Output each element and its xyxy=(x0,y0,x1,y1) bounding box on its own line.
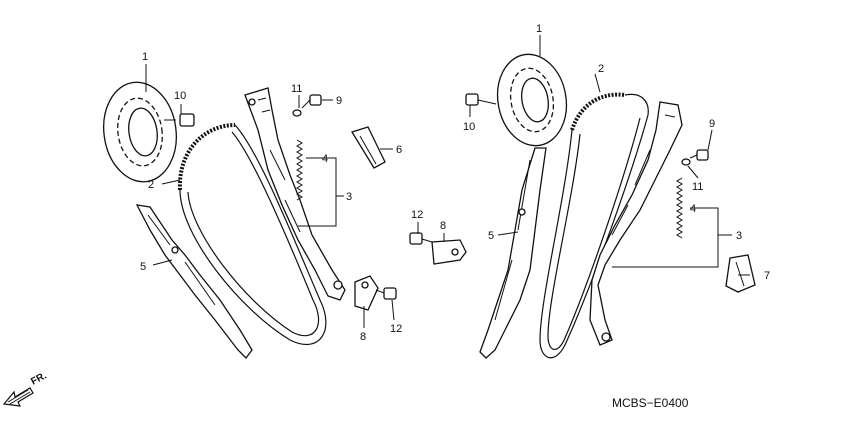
bolt-9-left xyxy=(301,94,322,109)
callout-1-right: 1 xyxy=(536,23,542,35)
bolt-10-right xyxy=(465,93,497,106)
callout-1-left: 1 xyxy=(142,51,148,63)
tensioner-spring-right xyxy=(676,177,683,239)
callout-12-center: 12 xyxy=(411,209,423,221)
callout-9-left: 9 xyxy=(336,95,342,107)
callout-12-lower: 12 xyxy=(390,323,402,335)
front-direction-arrow xyxy=(2,387,34,407)
bolt-9-right xyxy=(689,149,709,161)
callout-11-right: 11 xyxy=(692,181,703,193)
callout-11-left: 11 xyxy=(291,83,302,95)
callout-4-right: 4 xyxy=(690,203,696,215)
bolt-10-left xyxy=(164,113,195,127)
callout-3-left: 3 xyxy=(346,191,352,203)
callout-2-right: 2 xyxy=(598,63,604,75)
callout-5-right: 5 xyxy=(488,230,494,242)
cam-sprocket-right xyxy=(496,53,568,147)
callout-8-lower: 8 xyxy=(360,331,366,343)
callout-2-left: 2 xyxy=(148,179,154,191)
cam-sprocket-left xyxy=(103,81,177,183)
front-direction-label: FR. xyxy=(29,370,49,387)
callout-4-left: 4 xyxy=(322,153,328,165)
chain-guide-right xyxy=(479,147,547,359)
callout-10-right: 10 xyxy=(463,121,475,133)
diagram-code: MCBS−E0400 xyxy=(612,396,689,410)
callout-9-right: 9 xyxy=(709,118,715,130)
callout-6: 6 xyxy=(396,144,402,156)
washer-11-right xyxy=(681,158,691,166)
bracket-8-lower xyxy=(354,275,379,311)
bracket-8-center xyxy=(431,239,467,265)
tensioner-slipper-7 xyxy=(725,254,756,293)
bolt-12-center xyxy=(409,232,433,245)
tensioner-arm-left xyxy=(244,87,346,301)
leader-lines xyxy=(145,35,750,328)
callout-10-left: 10 xyxy=(174,90,186,102)
callout-5-left: 5 xyxy=(140,261,146,273)
cam-chain-right xyxy=(539,92,649,359)
washer-11-left xyxy=(292,109,302,117)
tensioner-spring-left xyxy=(296,139,303,201)
callout-3-right: 3 xyxy=(736,230,742,242)
cam-chain-left xyxy=(177,123,327,346)
chain-guide-left xyxy=(135,204,253,359)
bolt-12-lower xyxy=(375,287,397,300)
tensioner-arm-right xyxy=(589,101,683,346)
tensioner-slipper-6 xyxy=(351,126,386,169)
callout-7: 7 xyxy=(764,270,770,282)
callout-8-center: 8 xyxy=(440,220,446,232)
